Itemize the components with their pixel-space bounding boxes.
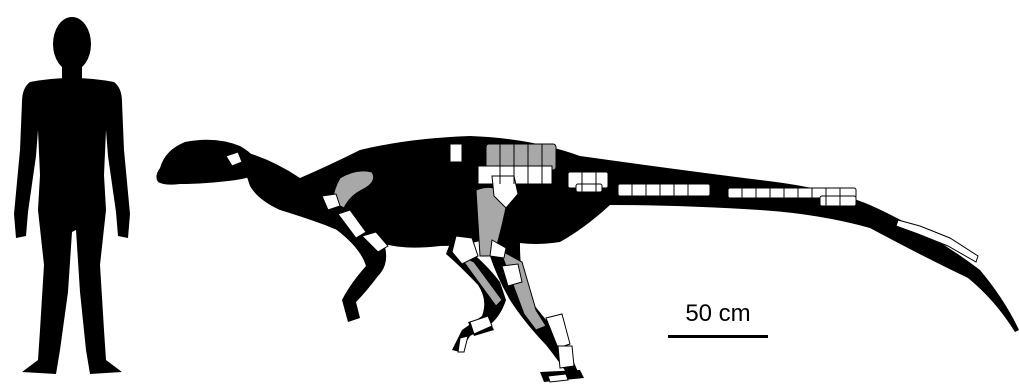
human-silhouette [14, 17, 130, 374]
scale-bar-label: 50 cm [668, 300, 768, 328]
scale-bar [668, 335, 768, 338]
